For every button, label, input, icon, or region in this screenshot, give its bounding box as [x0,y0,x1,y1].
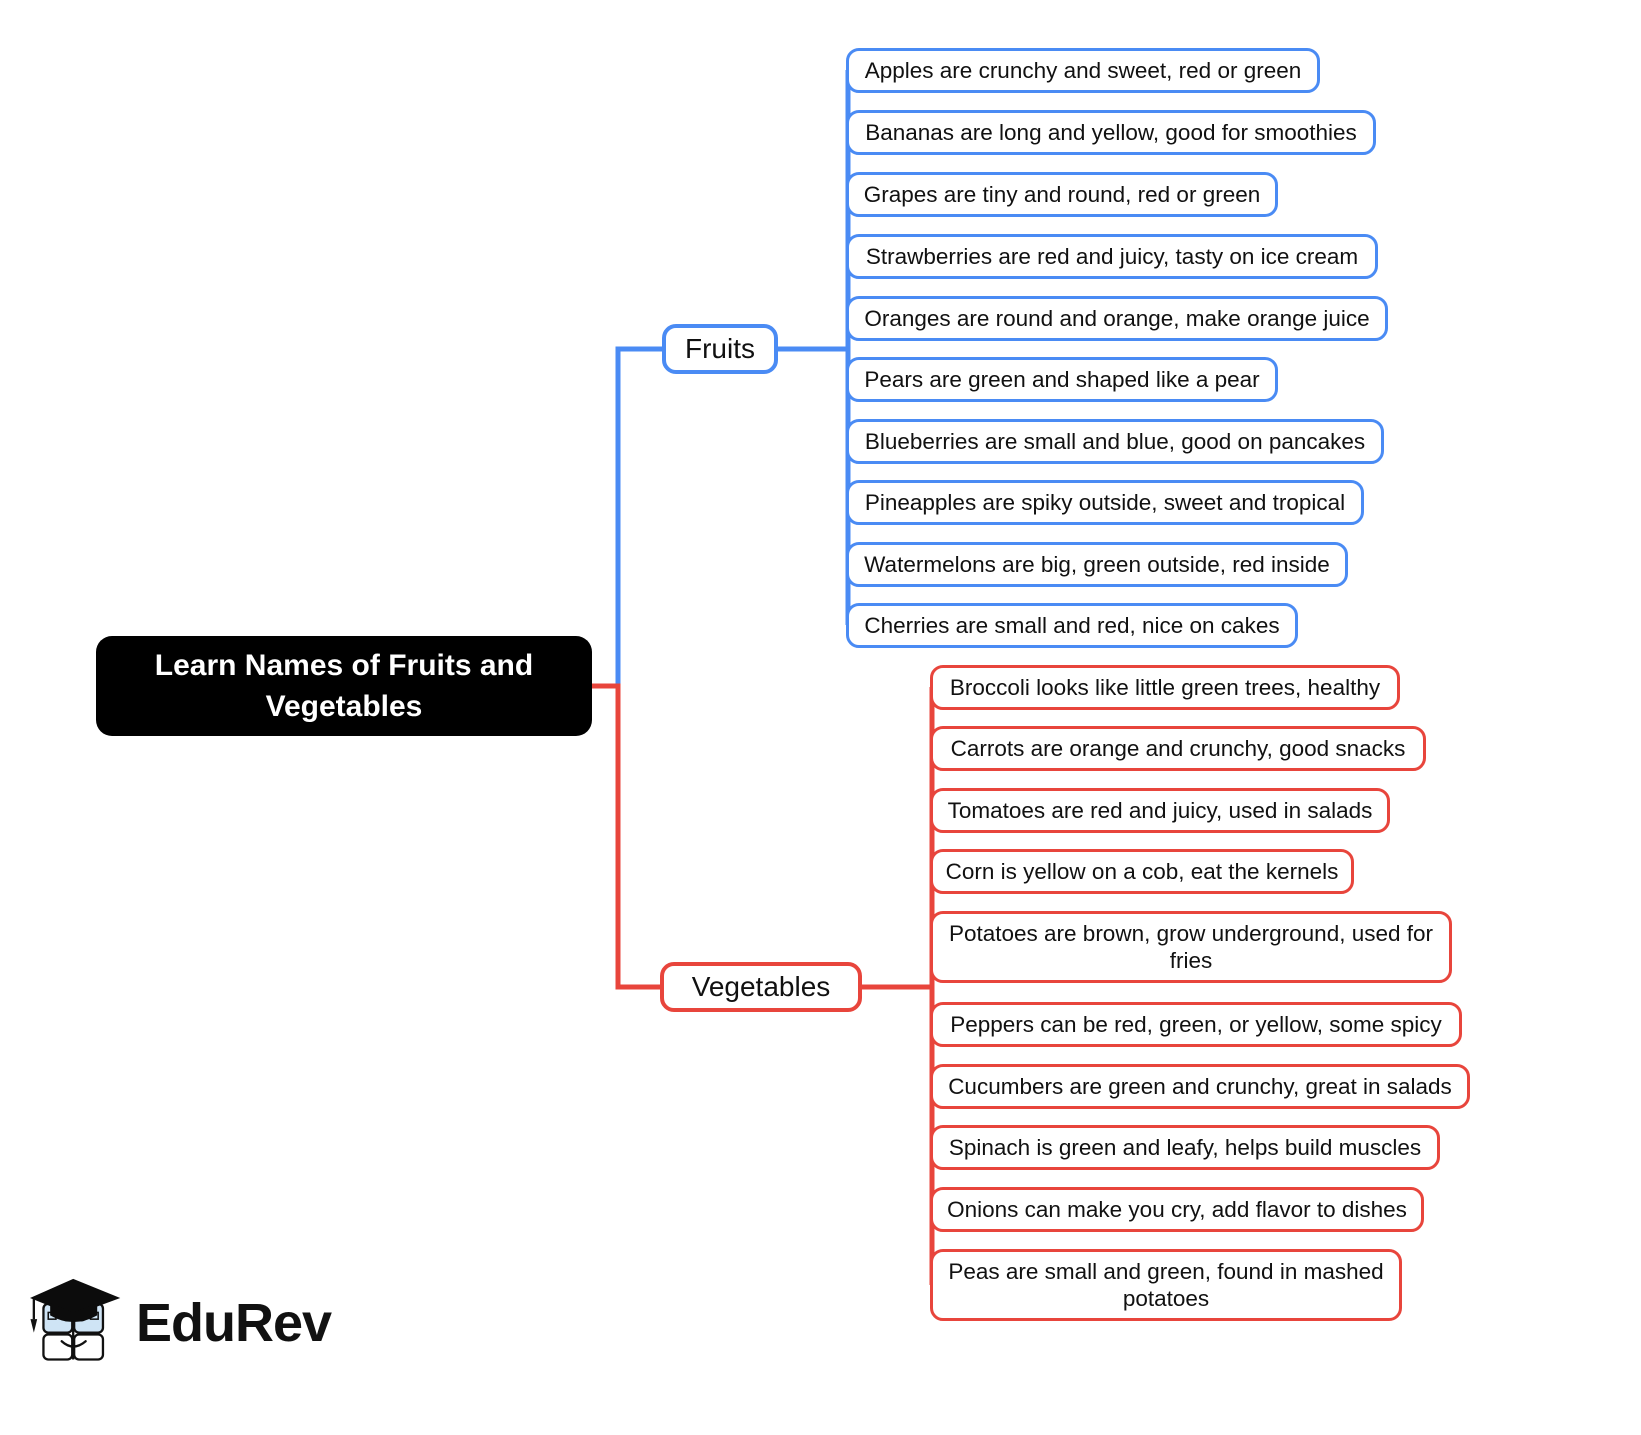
root-node-label: Learn Names of Fruits and Vegetables [154,648,534,723]
leaf-node-veg-tomatoes[interactable]: Tomatoes are red and juicy, used in sala… [930,788,1390,833]
branch-node-fruits[interactable]: Fruits [662,324,778,374]
leaf-node-label: Onions can make you cry, add flavor to d… [947,1197,1407,1222]
leaf-node-label: Peas are small and green, found in mashe… [948,1259,1384,1311]
leaf-node-veg-spinach[interactable]: Spinach is green and leafy, helps build … [930,1125,1440,1170]
branch-node-vegetables-label: Vegetables [691,971,831,1003]
leaf-node-fruit-watermelons[interactable]: Watermelons are big, green outside, red … [846,542,1348,587]
leaf-node-veg-broccoli[interactable]: Broccoli looks like little green trees, … [930,665,1400,710]
leaf-node-veg-cucumbers[interactable]: Cucumbers are green and crunchy, great i… [930,1064,1470,1109]
edurev-logo-text: EduRev [136,1293,332,1353]
leaf-node-veg-peppers[interactable]: Peppers can be red, green, or yellow, so… [930,1002,1462,1047]
leaf-node-label: Watermelons are big, green outside, red … [864,552,1330,577]
leaf-node-fruit-bananas[interactable]: Bananas are long and yellow, good for sm… [846,110,1376,155]
leaf-node-fruit-grapes[interactable]: Grapes are tiny and round, red or green [846,172,1278,217]
leaf-node-label: Broccoli looks like little green trees, … [949,675,1381,700]
leaf-node-label: Spinach is green and leafy, helps build … [948,1135,1422,1160]
branch-node-fruits-label: Fruits [685,333,755,365]
leaf-node-veg-carrots[interactable]: Carrots are orange and crunchy, good sna… [930,726,1426,771]
leaf-node-label: Cucumbers are green and crunchy, great i… [948,1074,1452,1099]
leaf-node-fruit-pears[interactable]: Pears are green and shaped like a pear [846,357,1278,402]
leaf-node-label: Tomatoes are red and juicy, used in sala… [947,798,1373,823]
leaf-node-fruit-blueberries[interactable]: Blueberries are small and blue, good on … [846,419,1384,464]
leaf-node-label: Strawberries are red and juicy, tasty on… [865,244,1359,269]
leaf-node-veg-onions[interactable]: Onions can make you cry, add flavor to d… [930,1187,1424,1232]
leaf-node-label: Potatoes are brown, grow underground, us… [948,921,1434,973]
leaf-node-veg-peas[interactable]: Peas are small and green, found in mashe… [930,1249,1402,1321]
branch-node-vegetables[interactable]: Vegetables [660,962,862,1012]
leaf-node-label: Cherries are small and red, nice on cake… [864,613,1280,638]
leaf-node-fruit-oranges[interactable]: Oranges are round and orange, make orang… [846,296,1388,341]
leaf-node-fruit-cherries[interactable]: Cherries are small and red, nice on cake… [846,603,1298,648]
leaf-node-label: Peppers can be red, green, or yellow, so… [950,1012,1442,1037]
leaf-node-label: Oranges are round and orange, make orang… [864,306,1370,331]
graduation-cap-book-icon [30,1278,121,1361]
leaf-node-fruit-pineapples[interactable]: Pineapples are spiky outside, sweet and … [846,480,1364,525]
leaf-node-fruit-apples[interactable]: Apples are crunchy and sweet, red or gre… [846,48,1320,93]
leaf-node-label: Corn is yellow on a cob, eat the kernels [945,859,1339,884]
leaf-node-label: Apples are crunchy and sweet, red or gre… [864,58,1302,83]
leaf-node-veg-potatoes[interactable]: Potatoes are brown, grow underground, us… [930,911,1452,983]
root-node[interactable]: Learn Names of Fruits and Vegetables [96,636,592,736]
leaf-node-veg-corn[interactable]: Corn is yellow on a cob, eat the kernels [930,849,1354,894]
leaf-node-label: Pineapples are spiky outside, sweet and … [864,490,1346,515]
edurev-logo: EduRev [30,1268,332,1378]
leaf-node-fruit-strawberries[interactable]: Strawberries are red and juicy, tasty on… [846,234,1378,279]
leaf-node-label: Grapes are tiny and round, red or green [863,182,1261,207]
leaf-node-label: Pears are green and shaped like a pear [864,367,1260,392]
leaf-node-label: Bananas are long and yellow, good for sm… [865,120,1357,145]
leaf-node-label: Carrots are orange and crunchy, good sna… [950,736,1406,761]
leaf-node-label: Blueberries are small and blue, good on … [864,429,1366,454]
